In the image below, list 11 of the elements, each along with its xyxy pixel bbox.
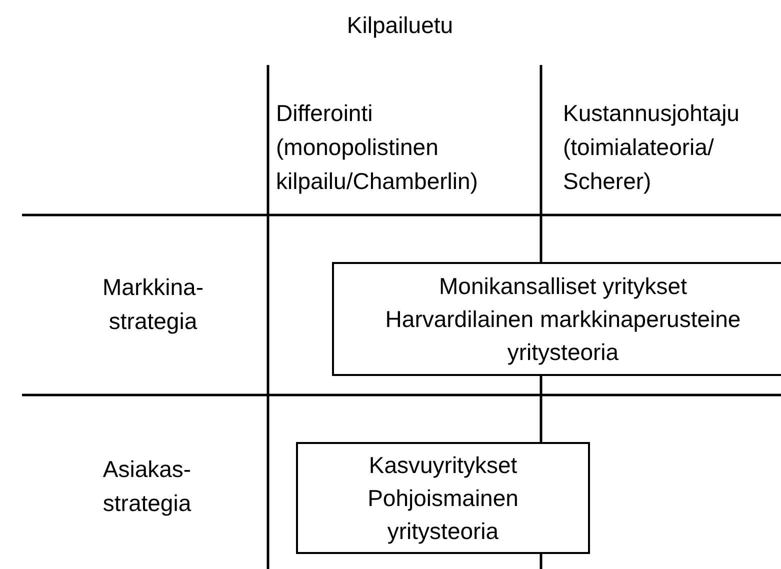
box-text: Harvardilainen markkinaperusteine yritysteoria — [384, 304, 742, 367]
column-header: Kustannusjohtaju (toimialateoria/ Scherer) — [563, 99, 740, 196]
box-heading: Monikansalliset yritykset — [439, 272, 687, 301]
box-text: Pohjoismainen yritysteoria — [366, 484, 520, 546]
axis-title: Kilpailuetu — [346, 12, 454, 39]
row-header: Markkina- strategia — [102, 273, 204, 336]
text-box — [296, 442, 590, 554]
box-heading: Kasvuyritykset — [368, 450, 518, 480]
row-header: Asiakas- strategia — [102, 455, 192, 518]
column-header: Differointi (monopolistinen kilpailu/Chamberlin) — [276, 99, 479, 196]
text-box — [332, 262, 781, 376]
